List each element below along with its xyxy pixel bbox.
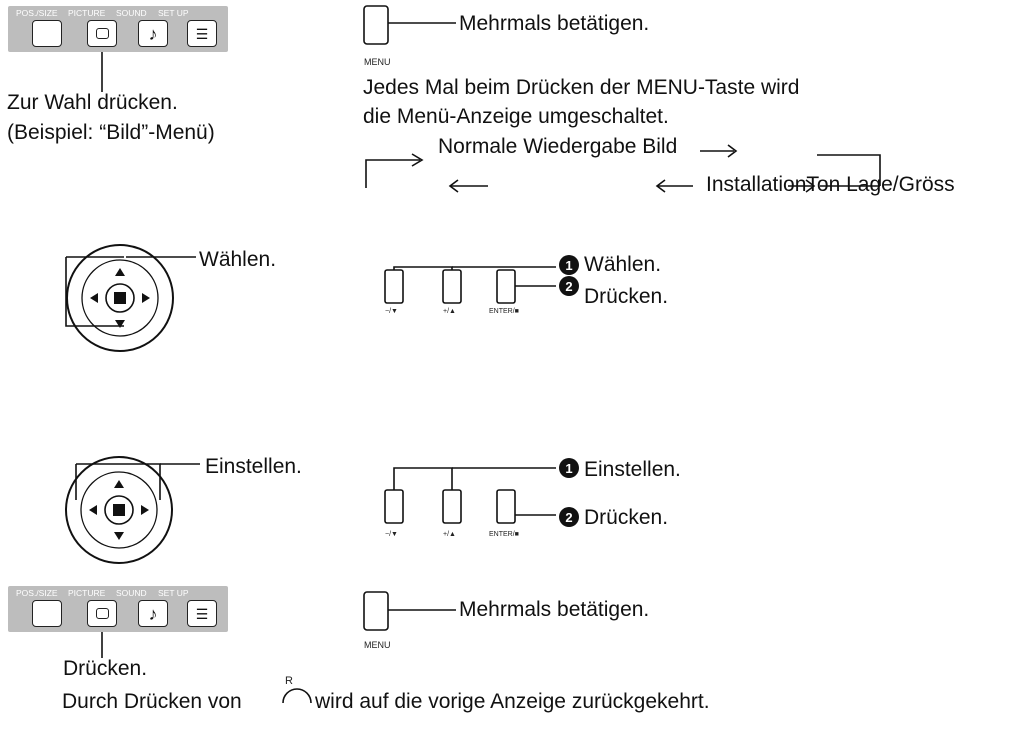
setup-label-2: SET UP xyxy=(158,588,189,598)
pos-size-label: POS./SIZE xyxy=(16,8,58,18)
menu-key-2[interactable] xyxy=(363,591,389,631)
cycle-row-1: Normale Wiedergabe Bild xyxy=(438,135,678,158)
dial-up-arrow xyxy=(115,268,125,276)
remote-select-label: Wählen. xyxy=(199,248,277,271)
enter-key[interactable] xyxy=(496,269,516,304)
plus-up-key[interactable] xyxy=(442,269,462,304)
setup-button-2[interactable]: ☰ xyxy=(187,600,217,627)
press-repeatedly-text-2: Mehrmals betätigen. xyxy=(459,598,650,621)
menu-description-line1: Jedes Mal beim Drücken der MENU-Taste wi… xyxy=(363,76,800,99)
press-repeatedly-text: Mehrmals betätigen. xyxy=(459,12,650,35)
picture-label: PICTURE xyxy=(68,8,106,18)
picture-label-2: PICTURE xyxy=(68,588,106,598)
arrow-right-icon-3 xyxy=(805,179,816,193)
plus-up-key-label-2: +/▲ xyxy=(443,531,456,538)
sound-label-2: SOUND xyxy=(116,588,147,598)
arrow-right-icon xyxy=(411,153,424,167)
menu-key-label: MENU xyxy=(364,57,391,67)
sound-label: SOUND xyxy=(116,8,147,18)
picture-icon-2 xyxy=(95,608,109,619)
select-bracket xyxy=(65,257,124,327)
cycle-row-2: InstallationTon Lage/Gröss xyxy=(706,173,955,196)
pos-size-button[interactable] xyxy=(32,20,62,47)
minus-down-key-label: −/▼ xyxy=(385,308,398,315)
setup-button[interactable]: ☰ xyxy=(187,20,217,47)
r-button-label: R xyxy=(285,675,293,687)
dial-down-arrow xyxy=(115,320,125,328)
picture-button[interactable] xyxy=(87,20,117,47)
plus-up-key-label: +/▲ xyxy=(443,308,456,315)
return-note-suffix: wird auf die vorige Anzeige zurückgekehr… xyxy=(315,690,710,713)
dial-right-arrow xyxy=(142,293,150,303)
cycle-right-bracket xyxy=(817,154,881,186)
remote-dial-adjust[interactable] xyxy=(65,456,173,564)
music-note-icon: ♪ xyxy=(148,23,158,44)
example-note: (Beispiel: “Bild”-Menü) xyxy=(7,121,215,144)
minus-down-key-2[interactable] xyxy=(384,489,404,524)
pos-size-label-2: POS./SIZE xyxy=(16,588,58,598)
step1-adjust: Einstellen. xyxy=(584,458,681,481)
menu-description-line2: die Menü-Anzeige umgeschaltet. xyxy=(363,105,669,128)
return-note-prefix: Durch Drücken von xyxy=(62,690,242,713)
remote-dial-select[interactable] xyxy=(66,244,174,352)
step2-number-icon xyxy=(559,276,579,296)
dial-enter-square xyxy=(114,292,126,304)
step2-press-adjust: Drücken. xyxy=(584,506,669,529)
minus-down-key-label-2: −/▼ xyxy=(385,531,398,538)
arrow-left-icon-2 xyxy=(655,179,666,193)
arrow-right-icon-2 xyxy=(727,144,738,158)
step1-number-icon-2 xyxy=(559,458,579,478)
plus-up-key-2[interactable] xyxy=(442,489,462,524)
list-icon: ☰ xyxy=(195,25,209,42)
sound-button-2[interactable]: ♪ xyxy=(138,600,168,627)
svg-text:1: 1 xyxy=(565,258,572,273)
dial-enter-square-2 xyxy=(113,504,125,516)
select-note: Zur Wahl drücken. xyxy=(7,91,178,114)
list-icon-2: ☰ xyxy=(195,605,209,622)
music-note-icon-2: ♪ xyxy=(148,603,158,624)
picture-button-2[interactable] xyxy=(87,600,117,627)
picture-icon xyxy=(95,28,109,39)
menu-key[interactable] xyxy=(363,5,389,45)
svg-text:1: 1 xyxy=(565,461,572,476)
press-note: Drücken. xyxy=(63,657,148,680)
dial-left-arrow xyxy=(90,293,98,303)
top-button-panel: POS./SIZE PICTURE SOUND SET UP ♪ ☰ xyxy=(8,6,228,52)
enter-key-label: ENTER/■ xyxy=(489,308,519,315)
step1-number-icon xyxy=(559,255,579,275)
step1-select: Wählen. xyxy=(584,253,662,276)
bottom-button-panel: POS./SIZE PICTURE SOUND SET UP ♪ ☰ xyxy=(8,586,228,632)
svg-text:2: 2 xyxy=(565,510,572,525)
remote-adjust-label: Einstellen. xyxy=(205,455,302,478)
arrow-left-icon xyxy=(448,179,459,193)
setup-label: SET UP xyxy=(158,8,189,18)
pos-size-button-2[interactable] xyxy=(32,600,62,627)
return-button-icon[interactable] xyxy=(282,688,312,704)
cycle-left-bracket xyxy=(365,159,420,188)
step2-press: Drücken. xyxy=(584,285,669,308)
step2-number-icon-2 xyxy=(559,507,579,527)
enter-key-label-2: ENTER/■ xyxy=(489,531,519,538)
svg-text:2: 2 xyxy=(565,279,572,294)
minus-down-key[interactable] xyxy=(384,269,404,304)
sound-button[interactable]: ♪ xyxy=(138,20,168,47)
menu-key-label-2: MENU xyxy=(364,640,391,650)
enter-key-2[interactable] xyxy=(496,489,516,524)
